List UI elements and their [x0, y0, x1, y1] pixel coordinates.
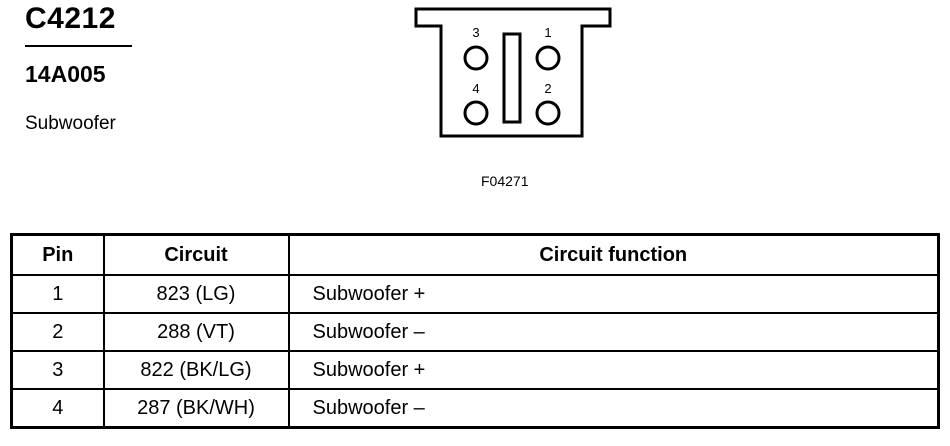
table-row: 2 288 (VT) Subwoofer – — [10, 312, 940, 352]
table-row: 1 823 (LG) Subwoofer + — [10, 274, 940, 314]
pin-3-socket — [463, 45, 489, 71]
header-circuit: Circuit — [102, 233, 290, 276]
circuit-code: 823 (LG) — [102, 274, 290, 314]
pin-number: 2 — [10, 312, 105, 352]
circuit-function: Subwoofer + — [287, 274, 940, 314]
table-row: 3 822 (BK/LG) Subwoofer + — [10, 350, 940, 390]
title-underline — [25, 45, 132, 47]
circuit-function: Subwoofer + — [287, 350, 940, 390]
circuit-code: 288 (VT) — [102, 312, 290, 352]
circuit-function: Subwoofer – — [287, 312, 940, 352]
part-number: 14A005 — [25, 61, 106, 87]
connector-face-diagram: 3 1 4 2 — [414, 7, 612, 138]
header-pin: Pin — [10, 233, 105, 276]
pin-number: 1 — [10, 274, 105, 314]
pin-label-1: 1 — [544, 25, 551, 40]
circuit-function: Subwoofer – — [287, 388, 940, 429]
table-header-row: Pin Circuit Circuit function — [10, 233, 940, 276]
table-row: 4 287 (BK/WH) Subwoofer – — [10, 388, 940, 429]
header-circuit-function: Circuit function — [287, 233, 940, 276]
connector-id: C4212 — [25, 2, 116, 35]
pin-circuit-table: Pin Circuit Circuit function 1 823 (LG) … — [10, 233, 940, 429]
pin-2-socket — [535, 100, 561, 126]
connector-description: Subwoofer — [25, 113, 116, 134]
pin-label-2: 2 — [544, 81, 551, 96]
pin-4-socket — [463, 100, 489, 126]
circuit-code: 822 (BK/LG) — [102, 350, 290, 390]
pin-number: 4 — [10, 388, 105, 429]
pin-number: 3 — [10, 350, 105, 390]
circuit-code: 287 (BK/WH) — [102, 388, 290, 429]
figure-code: F04271 — [481, 173, 529, 189]
connector-center-key — [502, 32, 522, 124]
pin-1-socket — [535, 45, 561, 71]
pin-label-3: 3 — [472, 25, 479, 40]
pin-label-4: 4 — [472, 81, 479, 96]
